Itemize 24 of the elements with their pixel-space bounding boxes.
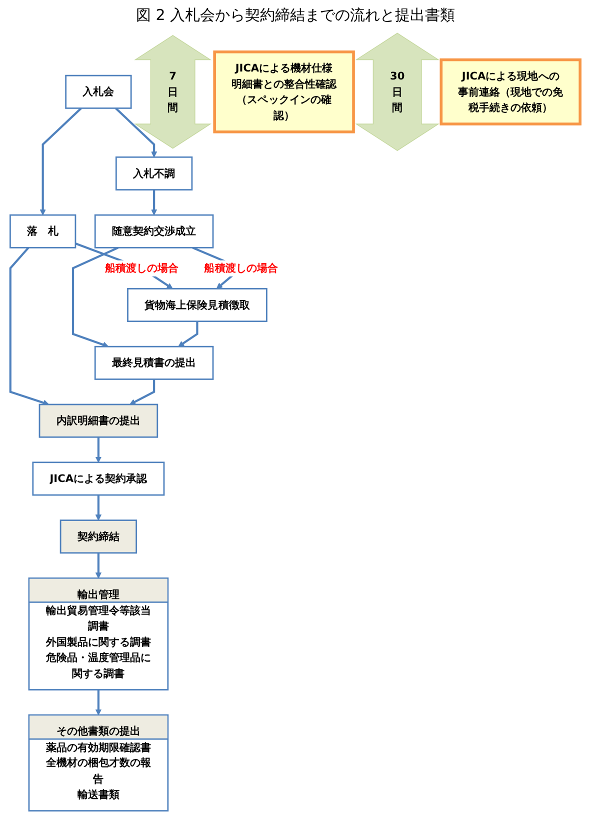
arrow xyxy=(96,552,102,578)
edge-label: 船積渡しの場合 xyxy=(105,262,179,274)
node-box: 随意契約交渉成立 xyxy=(94,214,214,248)
arrow xyxy=(115,107,158,158)
arrow xyxy=(96,495,102,521)
node-box: 最終見積書の提出 xyxy=(94,346,214,380)
node-box: 落 札 xyxy=(10,214,77,248)
arrow xyxy=(151,190,158,216)
node-box: 入札会 xyxy=(65,74,132,109)
node-box: 契約締結 xyxy=(60,520,138,554)
arrow xyxy=(40,107,82,216)
node-box: 入札不調 xyxy=(116,156,193,190)
diagram-title: 図 2 入札会から契約締結までの流れと提出書類 xyxy=(134,5,456,26)
arrow xyxy=(10,246,50,406)
node-box: JICAによる現地への事前連絡（現地での免税手続きの依頼） xyxy=(440,58,582,126)
node-box: JICAによる機材仕様明細書との整合性確認（スペックインの確認） xyxy=(214,50,356,134)
node-box: 貨物海上保険見積徴取 xyxy=(127,288,268,322)
arrow xyxy=(96,437,102,463)
arrow xyxy=(178,321,199,347)
node-box: 内訳明細書の提出 xyxy=(39,404,158,438)
arrow xyxy=(96,690,102,716)
edge-label: 船積渡しの場合 xyxy=(204,262,278,274)
arrow xyxy=(72,246,119,348)
arrow xyxy=(130,379,156,405)
